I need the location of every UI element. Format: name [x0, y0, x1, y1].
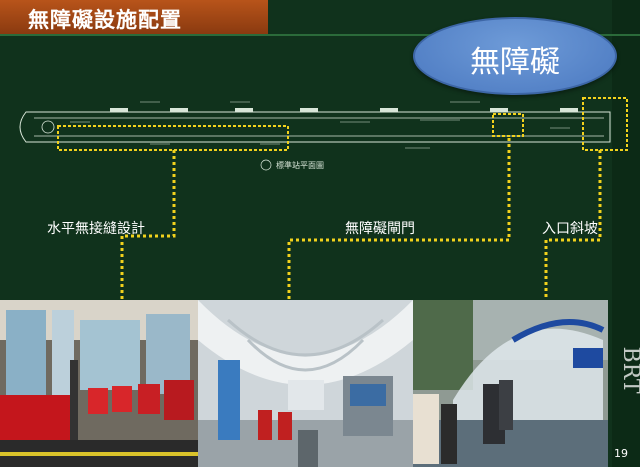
legend-marker: [260, 159, 272, 171]
plan-block: [170, 108, 188, 112]
plan-legend: 標準站平面圖: [276, 160, 324, 170]
plan-end-circle: [41, 120, 55, 134]
badge-oval: 無障礙: [413, 17, 617, 95]
highlight-gate-box: [492, 113, 524, 137]
callout-line-gate: [287, 138, 511, 300]
callout-ramp-label: 入口斜坡: [542, 221, 598, 237]
right-strip: [612, 0, 640, 467]
callout-line-level: [120, 150, 176, 300]
title-divider: [0, 34, 640, 36]
callout-line-ramp: [544, 150, 602, 300]
photo-station-entrance: [413, 300, 608, 467]
plan-block: [380, 108, 398, 112]
photo-bus-interior: [0, 300, 198, 467]
plan-block: [300, 108, 318, 112]
plan-block: [560, 108, 578, 112]
page-number: 19: [614, 447, 628, 460]
highlight-ramp-box: [582, 97, 628, 151]
slide-title: 無障礙設施配置: [28, 8, 182, 32]
plan-block: [110, 108, 128, 112]
callout-level-label: 水平無接縫設計: [47, 221, 145, 237]
plan-outline: [19, 111, 611, 143]
brt-logo: BRT: [618, 346, 640, 393]
callout-gate-label: 無障礙閘門: [345, 221, 415, 237]
plan-block: [235, 108, 253, 112]
plan-block: [490, 108, 508, 112]
highlight-level-box: [57, 125, 289, 151]
station-plan: 標準站平面圖: [19, 97, 628, 171]
title-bar: 無障礙設施配置: [0, 0, 268, 34]
photo-station-hall: [198, 300, 413, 467]
brt-logo-text: BRT: [618, 346, 640, 393]
badge-text: 無障礙: [470, 45, 560, 80]
